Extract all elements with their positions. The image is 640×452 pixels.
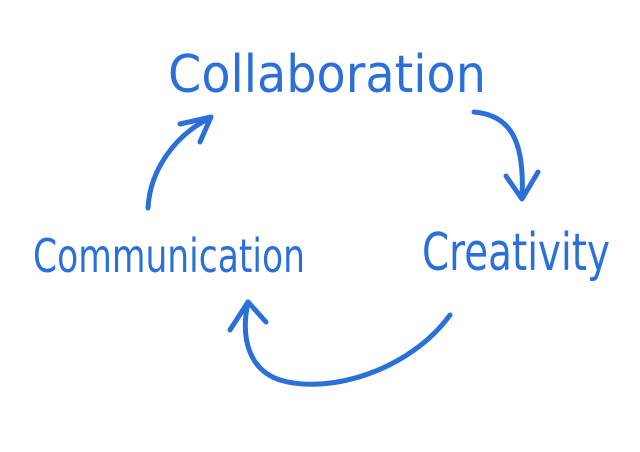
node-creativity: Creativity — [422, 223, 610, 283]
node-collaboration: Collaboration — [168, 45, 486, 105]
node-communication: Communication — [33, 229, 305, 283]
arrow-collaboration-to-creativity — [471, 109, 541, 202]
arrow-communication-to-collaboration — [145, 114, 214, 211]
arrow-creativity-to-communication — [227, 299, 453, 387]
